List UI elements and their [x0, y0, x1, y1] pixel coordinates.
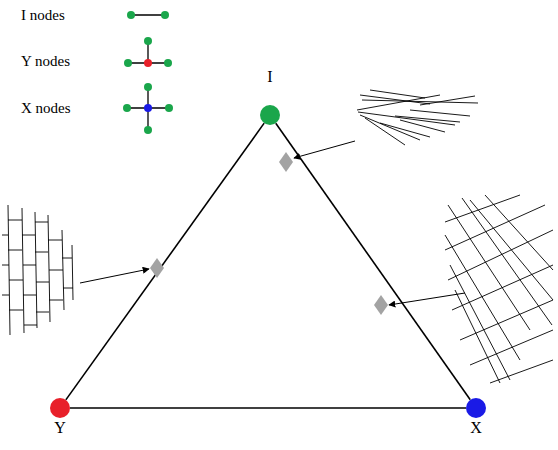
- vertex-shape: [466, 398, 486, 418]
- y-node-icon: [124, 37, 172, 67]
- legend-label: I nodes: [21, 6, 65, 24]
- sample-diamond: [374, 295, 388, 315]
- i-node-icon: [127, 11, 169, 19]
- brick-sketch: [2, 205, 73, 335]
- legend-label: Y nodes: [21, 52, 70, 70]
- vertex-label: I: [239, 68, 301, 86]
- sample-diamond: [150, 258, 164, 278]
- x-node-icon: [123, 83, 173, 134]
- vertex-circle: Y: [50, 398, 70, 418]
- leader-arrow: [294, 141, 355, 158]
- leader-arrow: [389, 293, 465, 305]
- triangle-edge: [70, 407, 466, 409]
- vertex-label: Y: [29, 419, 91, 437]
- triangle-edge: [66, 123, 264, 400]
- leader-arrow: [80, 269, 149, 283]
- crosshatch-sketch: [445, 195, 553, 383]
- fan-sketch: [357, 90, 478, 145]
- triangle-edge: [276, 123, 470, 400]
- legend-label: X nodes: [21, 99, 71, 117]
- vertex-shape: [50, 398, 70, 418]
- vertex-circle: X: [466, 398, 486, 418]
- vertex-circle: I: [260, 105, 280, 125]
- vertex-label: X: [445, 419, 507, 437]
- sample-diamond: [279, 152, 293, 172]
- vertex-shape: [260, 105, 280, 125]
